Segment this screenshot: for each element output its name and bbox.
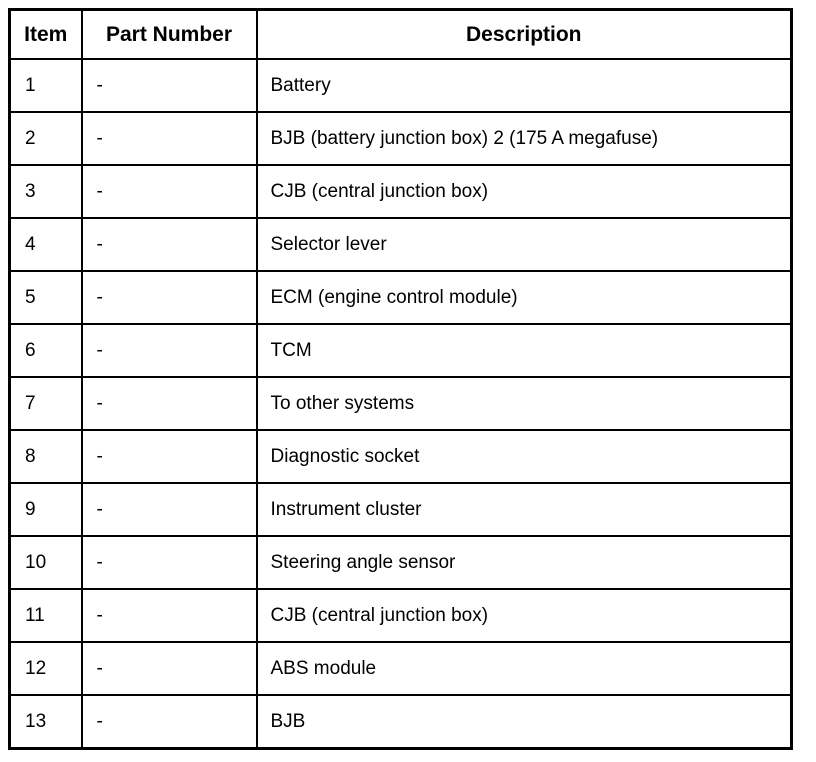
cell-description: BJB (battery junction box) 2 (175 A mega… bbox=[255, 111, 793, 166]
cell-item: 5 bbox=[8, 270, 83, 325]
cell-part-number: - bbox=[80, 58, 258, 113]
cell-description: Steering angle sensor bbox=[255, 535, 793, 590]
cell-item: 8 bbox=[8, 429, 83, 484]
cell-part-number: - bbox=[80, 217, 258, 272]
cell-description: ABS module bbox=[255, 641, 793, 696]
cell-part-number: - bbox=[80, 535, 258, 590]
table-row: 2 - BJB (battery junction box) 2 (175 A … bbox=[8, 111, 793, 166]
table-row: 12 - ABS module bbox=[8, 641, 793, 696]
table-row: 1 - Battery bbox=[8, 58, 793, 113]
cell-part-number: - bbox=[80, 111, 258, 166]
cell-description: ECM (engine control module) bbox=[255, 270, 793, 325]
cell-item: 10 bbox=[8, 535, 83, 590]
cell-item: 3 bbox=[8, 164, 83, 219]
table-row: 11 - CJB (central junction box) bbox=[8, 588, 793, 643]
table-row: 6 - TCM bbox=[8, 323, 793, 378]
cell-item: 2 bbox=[8, 111, 83, 166]
component-legend-table: Item Part Number Description 1 - Battery… bbox=[8, 8, 793, 750]
cell-description: Diagnostic socket bbox=[255, 429, 793, 484]
table-row: 4 - Selector lever bbox=[8, 217, 793, 272]
cell-part-number: - bbox=[80, 641, 258, 696]
cell-part-number: - bbox=[80, 694, 258, 750]
table-row: 9 - Instrument cluster bbox=[8, 482, 793, 537]
cell-item: 9 bbox=[8, 482, 83, 537]
cell-description: CJB (central junction box) bbox=[255, 164, 793, 219]
table-row: 7 - To other systems bbox=[8, 376, 793, 431]
cell-part-number: - bbox=[80, 588, 258, 643]
cell-description: Selector lever bbox=[255, 217, 793, 272]
cell-part-number: - bbox=[80, 323, 258, 378]
table-header: Item Part Number Description bbox=[8, 8, 793, 60]
table-body: 1 - Battery 2 - BJB (battery junction bo… bbox=[8, 58, 793, 750]
table-row: 3 - CJB (central junction box) bbox=[8, 164, 793, 219]
cell-part-number: - bbox=[80, 270, 258, 325]
cell-item: 1 bbox=[8, 58, 83, 113]
cell-part-number: - bbox=[80, 482, 258, 537]
header-row: Item Part Number Description bbox=[8, 8, 793, 60]
cell-item: 7 bbox=[8, 376, 83, 431]
cell-item: 4 bbox=[8, 217, 83, 272]
cell-part-number: - bbox=[80, 164, 258, 219]
cell-description: To other systems bbox=[255, 376, 793, 431]
cell-description: TCM bbox=[255, 323, 793, 378]
cell-item: 11 bbox=[8, 588, 83, 643]
cell-item: 12 bbox=[8, 641, 83, 696]
table-row: 8 - Diagnostic socket bbox=[8, 429, 793, 484]
column-header-part-number: Part Number bbox=[80, 8, 258, 60]
cell-item: 13 bbox=[8, 694, 83, 750]
table-row: 13 - BJB bbox=[8, 694, 793, 750]
table-row: 10 - Steering angle sensor bbox=[8, 535, 793, 590]
cell-item: 6 bbox=[8, 323, 83, 378]
cell-description: Battery bbox=[255, 58, 793, 113]
cell-part-number: - bbox=[80, 429, 258, 484]
column-header-description: Description bbox=[255, 8, 793, 60]
cell-description: BJB bbox=[255, 694, 793, 750]
column-header-item: Item bbox=[8, 8, 83, 60]
cell-description: CJB (central junction box) bbox=[255, 588, 793, 643]
table-row: 5 - ECM (engine control module) bbox=[8, 270, 793, 325]
cell-description: Instrument cluster bbox=[255, 482, 793, 537]
cell-part-number: - bbox=[80, 376, 258, 431]
